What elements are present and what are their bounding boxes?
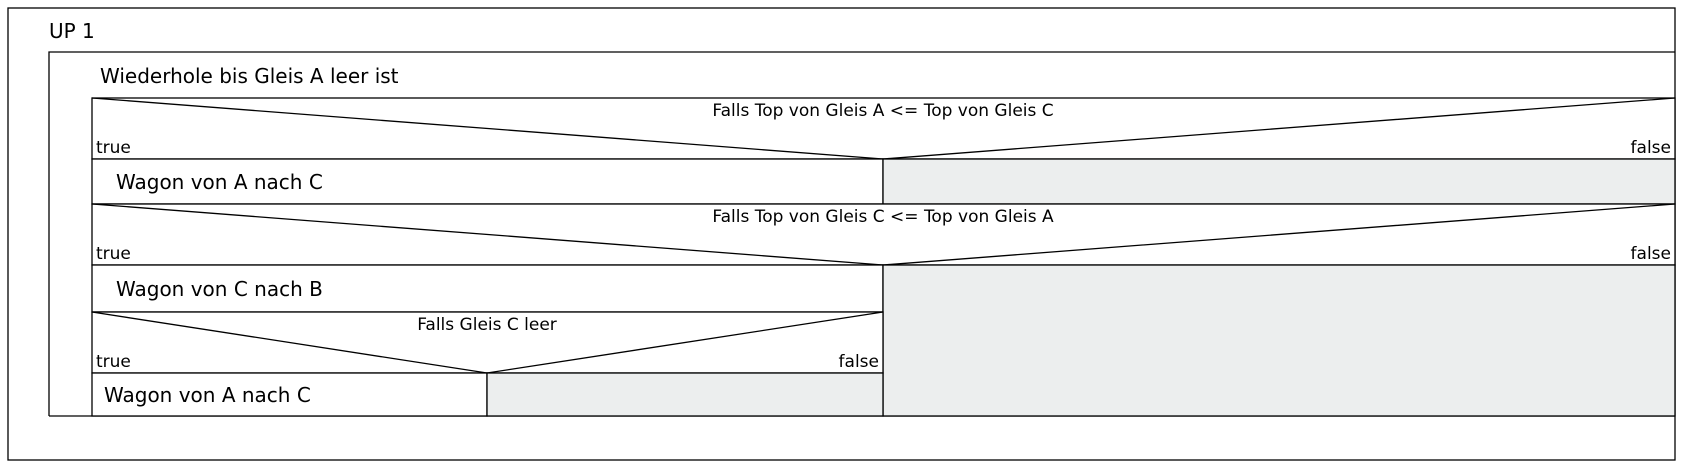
decision-2-true-statement	[91, 264, 884, 313]
loop-frame	[48, 51, 1675, 416]
statement-wagon-c-nach-b: Wagon von C nach B	[116, 277, 323, 301]
procedure-title: UP 1	[49, 19, 95, 43]
decision-3-false-empty	[486, 372, 884, 417]
decision-3-true-label: true	[96, 352, 131, 372]
decision-1-true-statement	[91, 158, 884, 205]
decision-3-true-statement	[91, 372, 488, 417]
decision-1-header	[91, 97, 1676, 160]
decision-2-header	[91, 203, 1676, 266]
decision-1: Falls Top von Gleis A <= Top von Gleis C…	[91, 97, 1676, 205]
decision-1-true-label: true	[96, 138, 131, 158]
decision-2-false-label: false	[1631, 244, 1671, 264]
decision-3-header	[91, 311, 884, 374]
loop-label: Wiederhole bis Gleis A leer ist	[100, 64, 399, 88]
decision-2: Falls Top von Gleis C <= Top von Gleis A…	[91, 203, 1676, 417]
statement-wagon-a-nach-c-1: Wagon von A nach C	[116, 170, 323, 194]
decision-1-false-label: false	[1631, 138, 1671, 158]
decision-1-false-empty	[882, 158, 1676, 205]
decision-3-condition: Falls Gleis C leer	[417, 315, 557, 335]
decision-3-false-label: false	[839, 352, 879, 372]
decision-1-condition: Falls Top von Gleis A <= Top von Gleis C	[712, 101, 1053, 121]
decision-2-false-empty	[882, 264, 1676, 417]
statement-wagon-a-nach-c-2: Wagon von A nach C	[104, 383, 311, 407]
decision-2-condition: Falls Top von Gleis C <= Top von Gleis A	[712, 207, 1054, 227]
decision-2-true-label: true	[96, 244, 131, 264]
decision-3: Falls Gleis C leer true false Wagon von …	[91, 311, 884, 417]
